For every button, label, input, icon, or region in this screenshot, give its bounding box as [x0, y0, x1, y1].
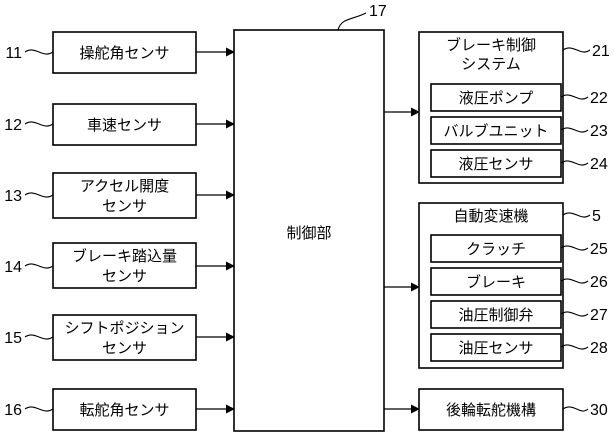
- rear-wheel-steering-mechanism: 後輪転舵機構 30: [384, 388, 608, 431]
- leader-line-24: [560, 160, 589, 166]
- vehicle-speed-sensor-box: [52, 103, 197, 146]
- leader-line-15: [24, 334, 54, 340]
- shift-position-sensor-label-line1: シフトポジション: [64, 319, 184, 337]
- control-unit-label: 制御部: [286, 224, 331, 242]
- automatic-transmission: 自動変速機 5 クラッチ 25 ブレーキ 26 油圧制御弁 27 油圧センサ 2…: [384, 202, 608, 369]
- leader-line-12: [24, 121, 54, 127]
- brake-box: [430, 267, 562, 296]
- leader-line-14: [24, 263, 54, 269]
- leader-line-22: [560, 94, 589, 100]
- brake-control-system: ブレーキ制御 システム 21 液圧ポンプ 22 バルブユニット 23 液圧センサ…: [384, 31, 610, 184]
- ref-number-25: 25: [590, 241, 608, 258]
- leader-line-16: [24, 406, 54, 412]
- brake-depression-sensor-label-line2: センサ: [102, 267, 147, 285]
- oil-pressure-control-valve-label: 油圧制御弁: [458, 306, 533, 324]
- sensor-brake-pedal-depression: 14 ブレーキ踏込量 センサ: [4, 242, 235, 289]
- leader-line-17: [337, 12, 367, 31]
- sensor-rear-steer-angle: 16 転舵角センサ: [4, 388, 235, 431]
- leader-line-28: [560, 344, 589, 350]
- shift-position-sensor-label-line2: センサ: [102, 339, 147, 357]
- ref-number-30: 30: [590, 402, 608, 419]
- steering-angle-sensor-label: 操舵角センサ: [79, 44, 169, 62]
- sensor-shift-position: 15 シフトポジション センサ: [4, 314, 235, 361]
- ref-number-14: 14: [4, 259, 22, 276]
- accelerator-opening-sensor-box: [52, 172, 197, 219]
- oil-pressure-sensor-label: 油圧センサ: [458, 339, 533, 357]
- ref-number-17: 17: [369, 3, 387, 20]
- brake-control-system-label-line2: システム: [461, 55, 521, 73]
- oil-pressure-control-valve-box: [430, 300, 562, 329]
- sensor-accelerator-opening: 13 アクセル開度 センサ: [4, 172, 235, 219]
- hydraulic-sensor-label: 液圧センサ: [458, 155, 533, 173]
- oil-pressure-sensor-box: [430, 333, 562, 362]
- ref-number-26: 26: [590, 274, 608, 291]
- leader-line-23: [560, 127, 589, 133]
- leader-line-13: [24, 192, 54, 198]
- leader-line-26: [560, 278, 589, 284]
- brake-label: ブレーキ: [466, 273, 526, 291]
- brake-depression-sensor-box: [52, 242, 197, 289]
- accelerator-opening-sensor-label-line1: アクセル開度: [80, 177, 169, 195]
- automatic-transmission-label: 自動変速機: [453, 207, 528, 225]
- ref-number-11: 11: [5, 45, 22, 62]
- ref-number-12: 12: [4, 117, 22, 134]
- rear-wheel-steering-label: 後輪転舵機構: [446, 401, 536, 419]
- leader-line-30: [562, 406, 589, 412]
- ref-number-24: 24: [590, 156, 608, 173]
- hydraulic-pump-box: [430, 83, 562, 112]
- leader-line-21: [562, 47, 591, 53]
- leader-line-5: [562, 212, 591, 218]
- rear-wheel-steering-box: [418, 388, 564, 431]
- ref-number-13: 13: [4, 188, 22, 205]
- ref-number-28: 28: [590, 340, 608, 357]
- control-unit: 制御部 17: [233, 3, 387, 432]
- brake-control-system-label-line1: ブレーキ制御: [446, 36, 536, 54]
- ref-number-5: 5: [592, 208, 601, 225]
- sensor-vehicle-speed: 12 車速センサ: [4, 103, 235, 146]
- rear-steer-angle-sensor-label: 転舵角センサ: [79, 401, 169, 419]
- hydraulic-pump-label: 液圧ポンプ: [459, 89, 534, 107]
- valve-unit-box: [430, 116, 562, 145]
- ref-number-27: 27: [590, 307, 608, 324]
- ref-number-21: 21: [592, 43, 610, 60]
- valve-unit-label: バルブユニット: [443, 122, 548, 140]
- vehicle-speed-sensor-label: 車速センサ: [87, 116, 162, 134]
- sensor-steering-angle: 11 操舵角センサ: [5, 31, 235, 74]
- leader-line-25: [560, 245, 589, 251]
- steering-angle-sensor-box: [52, 31, 197, 74]
- clutch-label: クラッチ: [466, 240, 526, 258]
- ref-number-16: 16: [4, 402, 22, 419]
- leader-line-27: [560, 311, 589, 317]
- leader-line-11: [24, 49, 54, 55]
- accelerator-opening-sensor-label-line2: センサ: [102, 197, 147, 215]
- control-unit-box: [233, 29, 385, 432]
- hydraulic-sensor-box: [430, 149, 562, 178]
- ref-number-15: 15: [4, 330, 22, 347]
- clutch-box: [430, 234, 562, 263]
- ref-number-22: 22: [590, 90, 608, 107]
- ref-number-23: 23: [590, 123, 608, 140]
- brake-depression-sensor-label-line1: ブレーキ踏込量: [72, 247, 177, 265]
